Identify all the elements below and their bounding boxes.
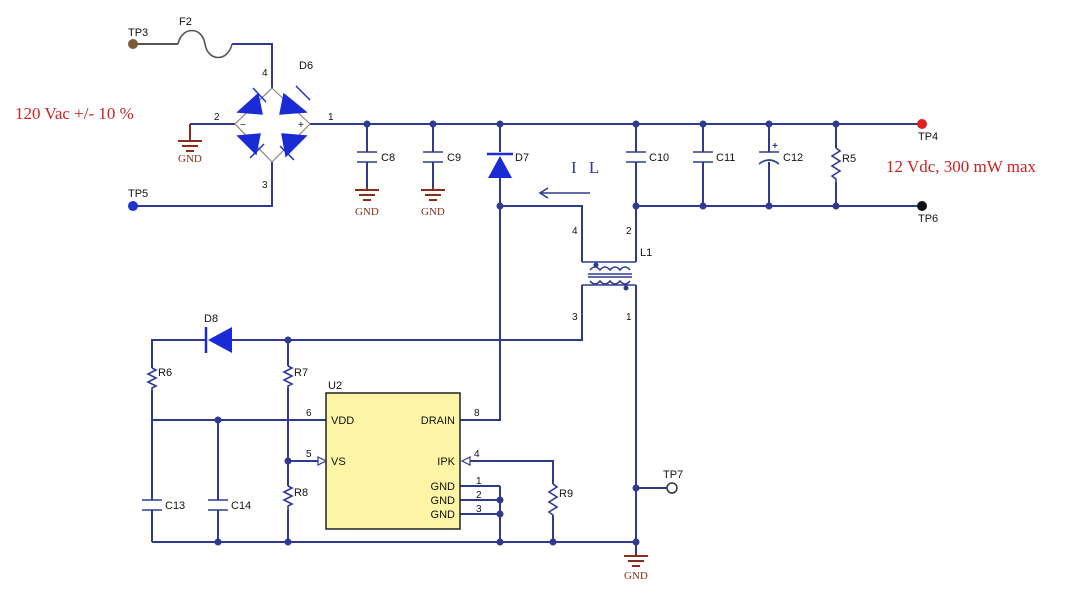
capacitor-c10 — [626, 151, 646, 163]
u2-pin-gnd2-name: GND — [431, 495, 456, 507]
u2-pin-drain-name: DRAIN — [421, 415, 455, 427]
u2-pin-6-num: 6 — [306, 408, 312, 419]
tp3-label: TP3 — [128, 27, 148, 39]
c12-label: C12 — [783, 152, 803, 164]
l1-pin-2: 2 — [626, 226, 632, 237]
fuse-f2-label: F2 — [179, 16, 192, 28]
u2-pin-1-num: 1 — [476, 476, 482, 487]
c11-label: C11 — [716, 152, 735, 164]
tp4-label: TP4 — [918, 131, 938, 143]
resistor-r9 — [547, 483, 559, 516]
l1-pin-1: 1 — [626, 312, 632, 323]
capacitor-c9 — [423, 151, 443, 163]
resistors: R5 R6 R7 R8 R9 — [146, 147, 856, 516]
ground-icon — [355, 188, 379, 201]
r8-label: R8 — [294, 487, 308, 499]
test-points: TP3 TP5 TP4 TP6 TP7 — [128, 27, 938, 494]
r7-label: R7 — [294, 367, 308, 379]
tp6-label: TP6 — [918, 213, 938, 225]
u2-pin-4-num: 4 — [474, 449, 480, 460]
fuse-f2: F2 — [177, 16, 233, 59]
capacitor-c8 — [357, 151, 377, 163]
d7-label: D7 — [515, 152, 529, 164]
c8-label: C8 — [381, 152, 395, 164]
tp7-label: TP7 — [663, 469, 683, 481]
d6-minus-mark: − — [240, 120, 246, 131]
tp3-point — [128, 39, 138, 49]
ground-icon — [178, 140, 202, 152]
u2-pin-vs-name: VS — [331, 456, 346, 468]
l1-label: L1 — [640, 247, 652, 259]
l1-pin-4: 4 — [572, 226, 578, 237]
tp5-label: TP5 — [128, 188, 148, 200]
tp4-point — [917, 119, 927, 129]
output-voltage-annotation: 12 Vdc, 300 mW max — [886, 157, 1036, 176]
transformer-l1: L1 4 2 3 1 — [572, 226, 652, 323]
u2-label: U2 — [328, 380, 342, 392]
resistor-r7 — [282, 365, 294, 388]
r6-label: R6 — [158, 367, 172, 379]
resistor-r8 — [282, 485, 294, 510]
ground-symbols: GND GND GND GND — [178, 140, 648, 582]
capacitor-c13 — [142, 499, 162, 511]
c9-label: C9 — [447, 152, 461, 164]
capacitor-c14 — [208, 499, 228, 511]
u2-pin-5-num: 5 — [306, 449, 312, 460]
gnd-label-c9: GND — [421, 206, 445, 218]
tp7-point — [666, 482, 678, 494]
u2-pin-gnd3-name: GND — [431, 509, 456, 521]
d6-pin-3: 3 — [262, 180, 268, 191]
d6-pin-1: 1 — [328, 112, 334, 123]
r5-label: R5 — [842, 153, 856, 165]
c12-plus-mark: + — [772, 141, 778, 152]
d6-pin-2: 2 — [214, 112, 220, 123]
u2-pin-vdd-name: VDD — [331, 415, 354, 427]
current-il-label: I L — [571, 158, 603, 177]
d8-label: D8 — [204, 313, 218, 325]
c14-label: C14 — [231, 500, 251, 512]
ic-u2: U2 VDD 6 VS 5 DRAIN 8 IPK 4 GND 1 GND 2 … — [306, 380, 482, 530]
l1-pin-3: 3 — [572, 312, 578, 323]
c10-label: C10 — [649, 152, 669, 164]
capacitor-c12 — [758, 151, 780, 165]
capacitor-c11 — [693, 151, 713, 163]
gnd-label-main: GND — [624, 570, 648, 582]
diode-d8: D8 — [204, 313, 232, 353]
capacitors: C8 C9 C10 C11 + C12 C13 C14 — [142, 141, 803, 512]
input-voltage-annotation: 120 Vac +/- 10 % — [15, 104, 134, 123]
gnd-label-c8: GND — [355, 206, 379, 218]
tp5-point — [128, 201, 138, 211]
u2-pin-3-num: 3 — [476, 504, 482, 515]
u2-pin-ipk-name: IPK — [437, 456, 455, 468]
resistor-r5 — [830, 147, 842, 182]
diode-d7: D7 — [487, 152, 529, 178]
wires — [133, 43, 920, 556]
gnd-label-bridge: GND — [178, 153, 202, 165]
resistor-r6 — [146, 367, 158, 390]
bridge-rectifier-d6: D6 4 2 1 3 − + — [214, 60, 334, 191]
c13-label: C13 — [165, 500, 185, 512]
r9-label: R9 — [559, 488, 573, 500]
ground-icon — [421, 188, 445, 201]
ground-icon — [624, 555, 648, 567]
u2-pin-8-num: 8 — [474, 408, 480, 419]
u2-pin-2-num: 2 — [476, 490, 482, 501]
bridge-d6-label: D6 — [299, 60, 313, 72]
tp6-point — [917, 201, 927, 211]
d6-plus-mark: + — [298, 120, 304, 131]
junctions — [214, 120, 840, 546]
current-arrow: I L — [538, 158, 603, 199]
u2-pin-gnd1-name: GND — [431, 481, 456, 493]
d6-pin-4: 4 — [262, 68, 268, 79]
